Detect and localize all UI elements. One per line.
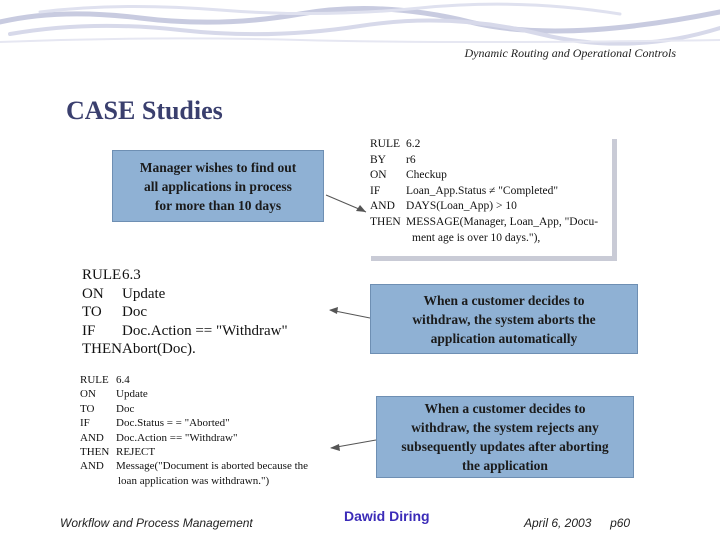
- connector-arrowhead-icon: [356, 205, 366, 212]
- callout-abort-application: When a customer decides to withdraw, the…: [370, 284, 638, 354]
- callout-reject-updates: When a customer decides to withdraw, the…: [376, 396, 634, 478]
- rule-6-4-line: loan application was withdrawn."): [118, 474, 270, 487]
- footer-page-number: p60: [610, 516, 631, 530]
- callout-find-applications: Manager wishes to find out all applicati…: [112, 150, 324, 222]
- slide-title: CASE Studies: [66, 96, 223, 125]
- connector-arrowhead-icon: [330, 444, 340, 451]
- rule-6-2-line: ment age is over 10 days."),: [412, 231, 541, 244]
- footer-logo: Dawid Diring: [344, 508, 430, 524]
- connector-arrowhead-icon: [329, 307, 338, 314]
- footer-date-page: April 6, 2003 p60: [524, 516, 630, 530]
- footer-date: April 6, 2003: [524, 516, 592, 530]
- header-swoosh-decoration: [0, 2, 720, 46]
- header-note: Dynamic Routing and Operational Controls: [464, 46, 676, 60]
- footer-course-title: Workflow and Process Management: [60, 516, 253, 530]
